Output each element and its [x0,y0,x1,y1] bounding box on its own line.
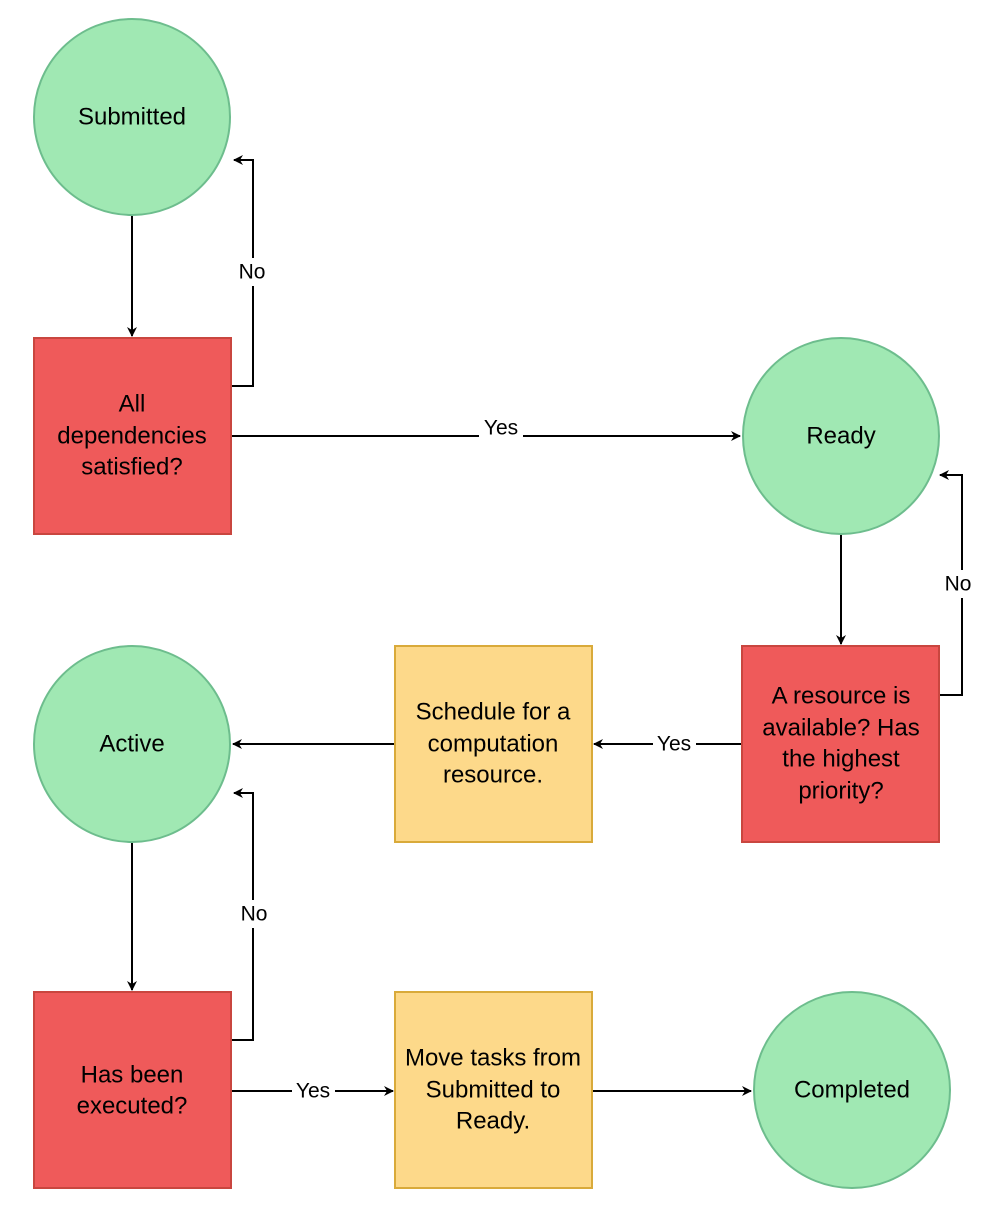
node-active: Active [33,645,231,843]
node-deps-check: All dependencies satisfied? [33,337,232,535]
node-move-tasks-line-1: Move tasks from [405,1045,581,1072]
node-submitted-label: Submitted [78,104,186,131]
node-completed: Completed [753,991,951,1189]
node-submitted: Submitted [33,18,231,216]
node-executed-check: Has been executed? [33,991,232,1189]
edge-label-executed-no: No [241,903,268,926]
node-schedule: Schedule for a computation resource. [394,645,593,843]
node-move-tasks-line-2: Submitted to [426,1077,561,1104]
node-resource-check-line-3: the highest [782,746,900,773]
edge-label-resource-no: No [945,573,972,596]
node-deps-check-line-2: dependencies [57,423,206,450]
node-resource-check-line-1: A resource is [772,683,911,710]
edge-label-executed-yes: Yes [296,1080,330,1103]
edge-label-resource-yes: Yes [657,733,691,756]
node-schedule-line-3: resource. [443,762,543,789]
edges: No Yes No Yes No Yes [127,155,977,1105]
node-executed-check-line-2: executed? [77,1093,188,1120]
node-resource-check-line-2: available? Has [762,715,919,742]
node-move-tasks-line-3: Ready. [456,1108,530,1135]
node-ready-label: Ready [806,423,875,450]
node-deps-check-line-3: satisfied? [81,454,182,481]
node-active-label: Active [99,731,164,758]
node-schedule-line-2: computation [428,731,559,758]
node-resource-check-line-4: priority? [798,778,883,805]
node-resource-check: A resource is available? Has the highest… [741,645,940,843]
node-schedule-line-1: Schedule for a [416,699,571,726]
node-move-tasks: Move tasks from Submitted to Ready. [394,991,593,1189]
node-executed-check-line-1: Has been [81,1062,184,1089]
edge-label-deps-yes: Yes [484,417,518,440]
edge-label-deps-no: No [239,261,266,284]
node-completed-label: Completed [794,1077,910,1104]
node-ready: Ready [742,337,940,535]
node-deps-check-line-1: All [119,391,146,418]
